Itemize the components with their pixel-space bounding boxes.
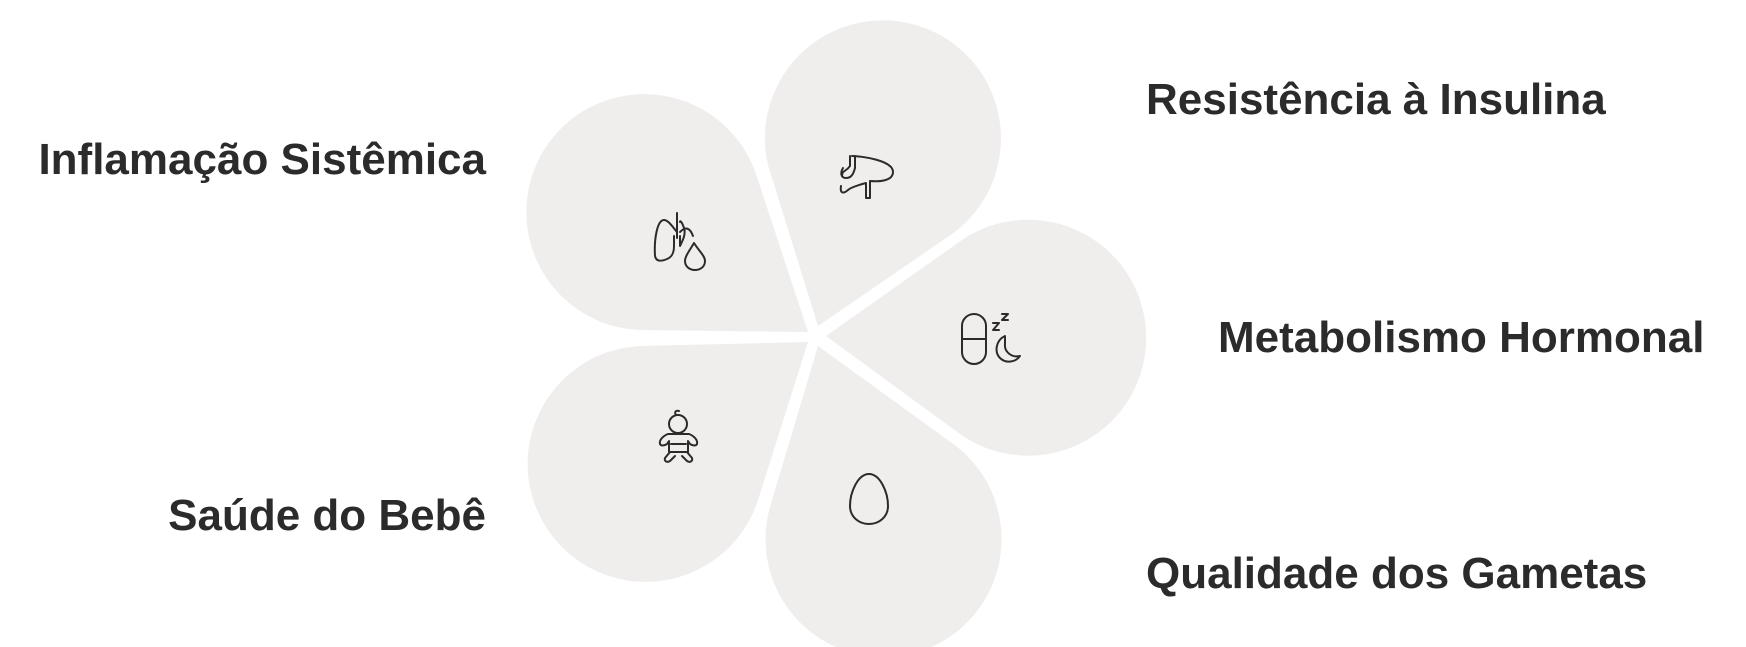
label-saude-bebe: Saúde do Bebê <box>168 491 486 540</box>
egg-icon <box>849 473 889 525</box>
capsule-moon-sleep-icon <box>961 313 1021 365</box>
petal-qualidade <box>765 346 1002 647</box>
lungs-drop-icon <box>653 212 706 271</box>
baby-icon <box>658 409 699 463</box>
label-inflamacao-sistemica: Inflamação Sistêmica <box>38 135 486 184</box>
label-resistencia-insulina: Resistência à Insulina <box>1146 75 1606 124</box>
petal-inflamacao <box>526 94 808 333</box>
label-metabolismo-hormonal: Metabolismo Hormonal <box>1218 313 1705 362</box>
pancreas-icon <box>839 155 894 199</box>
petal-resistencia <box>764 20 1001 327</box>
label-qualidade-gametas: Qualidade dos Gametas <box>1146 549 1648 598</box>
